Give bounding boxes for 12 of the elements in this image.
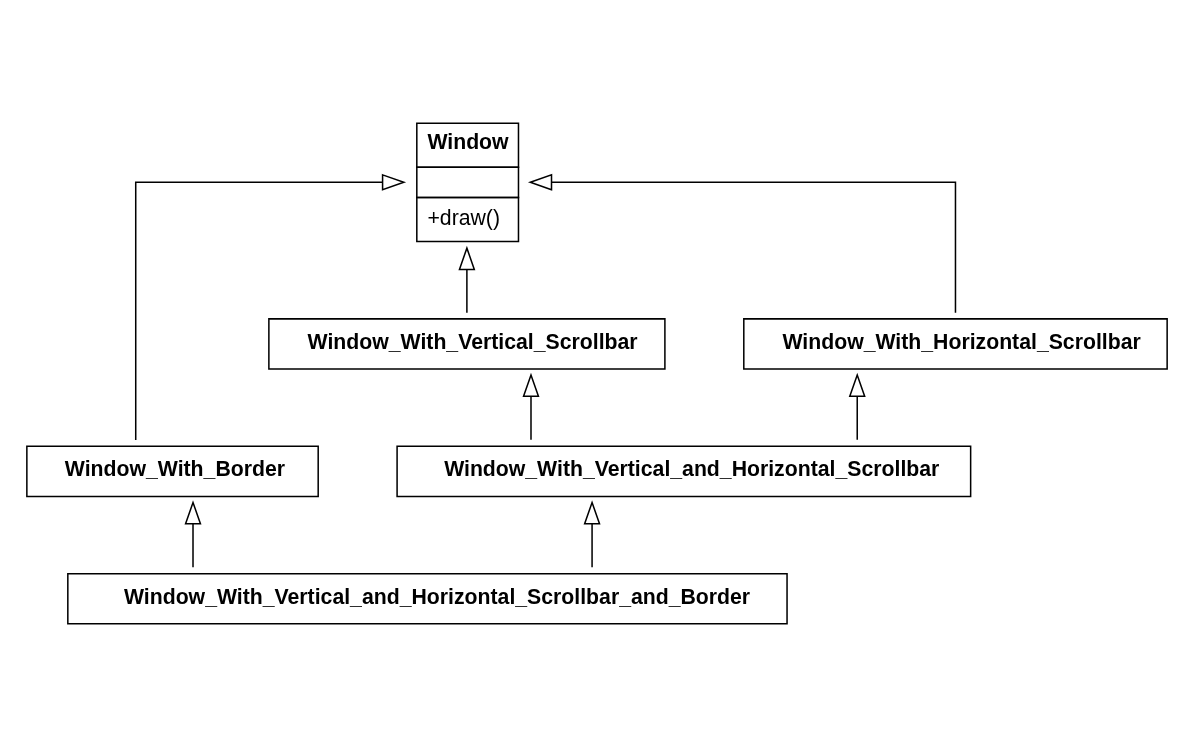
node-box: Window_With_Vertical_Scrollbar [268,318,666,370]
arrow [583,500,601,569]
node-box: Window_With_Vertical_and_Horizontal_Scrollbar [396,445,972,498]
node-box: Window_With_Border [26,445,319,498]
arrow [184,500,202,569]
arrow [134,173,407,441]
arrow [527,173,957,314]
arrow [848,372,866,441]
arrow [522,372,540,441]
node-box: Window_With_Horizontal_Scrollbar [743,318,1168,370]
arrow [458,245,476,314]
node-box: Window_With_Vertical_and_Horizontal_Scrollbar_and_Border [67,573,788,625]
